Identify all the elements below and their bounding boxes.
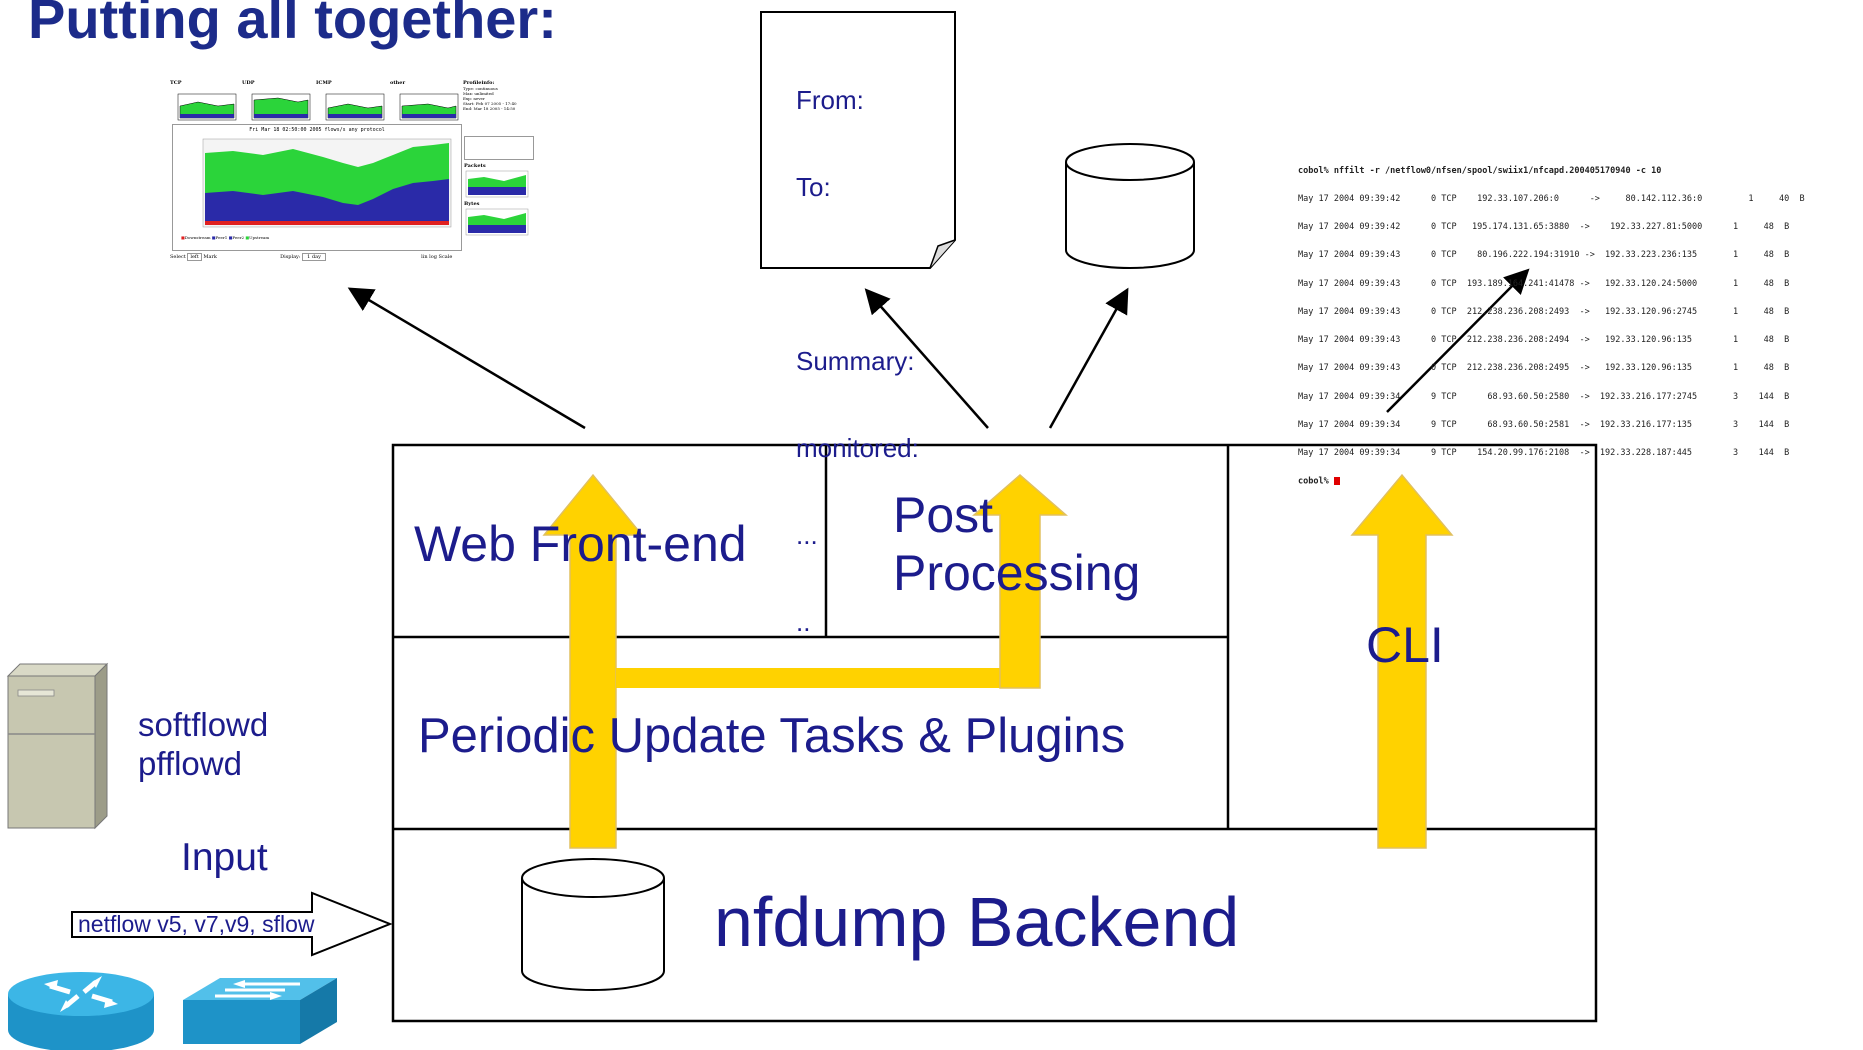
- thumb-side-label: Bytes: [464, 201, 480, 207]
- terminal-row: May 17 2004 09:39:43 0 TCP 80.196.222.19…: [1298, 250, 1790, 261]
- note-line: ..: [796, 607, 811, 637]
- slide-title: Putting all together:: [28, 0, 557, 50]
- thumb-legend: Downstream: [184, 235, 211, 240]
- terminal-row: May 17 2004 09:39:43 0 TCP 212.238.236.2…: [1298, 363, 1790, 374]
- thumb-legend: Peer1: [215, 235, 228, 240]
- thumb-control: Display:: [280, 254, 301, 260]
- terminal-row: May 17 2004 09:39:43 0 TCP 212.238.236.2…: [1298, 306, 1790, 317]
- router-icon: [8, 972, 154, 1050]
- note-line: Summary:: [796, 346, 915, 376]
- note-line: From:: [796, 85, 864, 115]
- terminal-row: May 17 2004 09:39:43 0 TCP 193.189.164.2…: [1298, 278, 1790, 289]
- arrow-to-web: [347, 287, 586, 430]
- terminal-command: cobol% nffilt -r /netflow0/nfsen/spool/s…: [1298, 165, 1662, 176]
- thumb-profile-heading: Profileinfo:: [463, 80, 495, 86]
- terminal-row: May 17 2004 09:39:34 9 TCP 68.93.60.50:2…: [1298, 391, 1790, 402]
- post-processing-label-1: Post: [893, 487, 993, 543]
- report-note-icon: [760, 11, 956, 269]
- terminal-row: May 17 2004 09:39:34 9 TCP 154.20.99.176…: [1298, 448, 1790, 458]
- outer-box: [391, 443, 1598, 1023]
- note-line: monitored:: [796, 433, 919, 463]
- thumb-tab[interactable]: ICMP: [316, 80, 332, 86]
- flow-arrow-cli: [1350, 473, 1454, 849]
- cli-label: CLI: [1366, 617, 1444, 673]
- note-line: [796, 260, 919, 289]
- arrow-to-terminal: [1386, 268, 1530, 413]
- thumb-profile-line: End: Mar 18 2005 - 14:50: [463, 106, 516, 111]
- thumb-graph-title: Fri Mar 18 02:50:00 2005 flows/s any pro…: [249, 127, 385, 133]
- thumb-tab[interactable]: UDP: [242, 80, 255, 86]
- terminal-row: May 17 2004 09:39:42 0 TCP 192.33.107.20…: [1298, 194, 1805, 205]
- database-icon: [521, 858, 665, 991]
- thumb-profile-line: Max: unlimited: [463, 91, 494, 96]
- web-frontend-label: Web Front-end: [414, 516, 747, 572]
- database-output-icon: [1065, 143, 1195, 269]
- terminal-cursor: [1333, 477, 1340, 486]
- input-label: Input: [181, 836, 268, 879]
- thumb-control: Mark: [203, 254, 217, 260]
- arrow-to-db: [1048, 287, 1129, 429]
- terminal-row: May 17 2004 09:39:42 0 TCP 195.174.131.6…: [1298, 222, 1790, 233]
- thumb-profile-line: Start: Feb 07 2005 - 17:40: [463, 101, 517, 106]
- pfflowd-label: pfflowd: [138, 745, 242, 782]
- thumb-side-label: Packets: [464, 163, 486, 169]
- thumb-legend: Peer2: [232, 235, 245, 240]
- softflowd-label: softflowd: [138, 706, 268, 743]
- note-line: ...: [796, 520, 818, 550]
- flow-arrows: [542, 473, 1454, 849]
- thumb-control: Select: [170, 254, 186, 260]
- thumb-profile-line: Exp: never: [463, 96, 485, 101]
- thumb-select[interactable]: 1 day: [302, 253, 326, 261]
- thumb-select[interactable]: left: [187, 253, 202, 261]
- arrow-to-email: [864, 288, 989, 429]
- terminal-row: May 17 2004 09:39:34 9 TCP 68.93.60.50:2…: [1298, 419, 1790, 430]
- backend-label: nfdump Backend: [714, 883, 1239, 961]
- thumb-tab[interactable]: TCP: [170, 80, 182, 86]
- report-note-text: From: To: Summary: monitored: ... ..: [796, 28, 919, 666]
- thumb-tab[interactable]: other: [390, 80, 406, 86]
- thumb-control[interactable]: lin: [421, 254, 428, 260]
- thumb-control[interactable]: log Scale: [429, 254, 453, 260]
- cli-terminal-output: cobol% nffilt -r /netflow0/nfsen/spool/s…: [1298, 148, 1858, 497]
- terminal-row: May 17 2004 09:39:43 0 TCP 212.238.236.2…: [1298, 335, 1790, 346]
- thumb-profile-line: Type: continuous: [463, 86, 498, 91]
- input-arrow: [71, 891, 393, 957]
- post-processing-label-2: Processing: [893, 545, 1140, 601]
- periodic-label: Periodic Update Tasks & Plugins: [418, 709, 1125, 763]
- note-line: To:: [796, 172, 831, 202]
- web-frontend-thumbnail: TCP UDP ICMP other Profileinfo: Type: co…: [168, 80, 536, 265]
- switch-icon: [183, 978, 337, 1044]
- terminal-end-prompt: cobol%: [1298, 476, 1334, 487]
- protocols-label: netflow v5, v7,v9, sflow: [78, 911, 315, 937]
- flow-arrow-main: [542, 473, 644, 849]
- thumb-legend: Upstream: [249, 235, 270, 240]
- server-icon: [6, 662, 109, 830]
